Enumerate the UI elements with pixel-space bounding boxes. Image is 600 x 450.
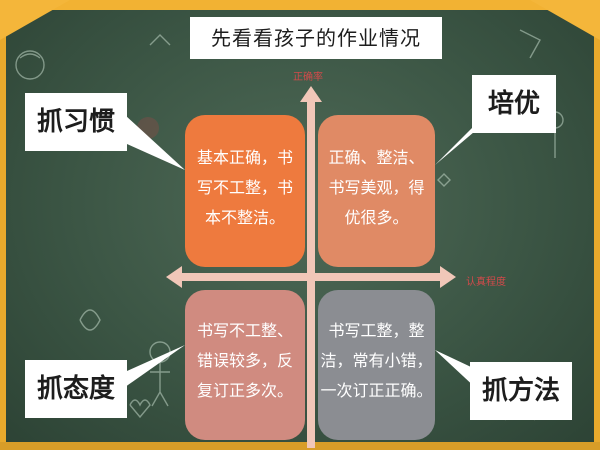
quadrant-bottom-right: 书写工整，整 洁，常有小错， 一次订正正确。 xyxy=(318,290,435,440)
frame-bottom xyxy=(0,442,600,450)
x-axis-left-arrow-icon xyxy=(166,266,182,288)
doodle-roof-icon xyxy=(149,34,171,46)
quadrant-text-line: 写不工整，书 xyxy=(196,178,293,197)
y-axis-arrow-icon xyxy=(300,86,322,102)
frame-right xyxy=(594,0,600,450)
quadrant-bottom-left: 书写不工整、 错误较多，反 复订正多次。 xyxy=(185,290,305,440)
corner-decoration-left xyxy=(0,0,70,40)
label-attitude: 抓态度 xyxy=(25,360,127,418)
frame-top xyxy=(0,0,600,10)
quadrant-text-line: 基本正确，书 xyxy=(196,148,293,167)
doodle-star-icon xyxy=(79,309,101,331)
quadrant-text-line: 书写工整，整 xyxy=(328,321,425,340)
quadrant-top-left: 基本正确，书 写不工整，书 本不整洁。 xyxy=(185,115,305,267)
doodle-diamond-icon xyxy=(437,173,451,187)
quadrant-text-line: 正确、整洁、 xyxy=(328,148,425,167)
label-excellence: 培优 xyxy=(472,75,556,133)
doodle-kite-icon xyxy=(519,29,541,59)
frame-left xyxy=(0,0,6,450)
quadrant-text-line: 书写不工整、 xyxy=(196,321,293,340)
x-axis-right-arrow-icon xyxy=(440,266,456,288)
label-method: 抓方法 xyxy=(470,362,572,420)
doodle-heart-icon xyxy=(129,399,151,419)
doodle-sun-icon xyxy=(15,50,45,80)
y-axis-label: 正确率 xyxy=(293,72,323,83)
label-habits: 抓习惯 xyxy=(25,93,127,151)
quadrant-text-line: 洁，常有小错， xyxy=(320,351,433,370)
quadrant-text-line: 错误较多，反 xyxy=(196,351,293,370)
x-axis-line xyxy=(180,273,442,281)
callout-pointer-bottom-left xyxy=(118,345,185,392)
callout-pointer-top-left xyxy=(118,115,185,170)
corner-decoration-right xyxy=(530,0,600,40)
quadrant-text-line: 复订正多次。 xyxy=(196,381,293,400)
doodle-child-body-icon xyxy=(150,362,170,407)
quadrant-text-line: 一次订正正确。 xyxy=(320,381,433,400)
quadrant-top-right: 正确、整洁、 书写美观，得 优很多。 xyxy=(318,115,435,267)
diagram-title: 先看看孩子的作业情况 xyxy=(190,17,442,59)
doodle-sun-rays-icon xyxy=(19,53,41,59)
quadrant-text-line: 本不整洁。 xyxy=(204,208,285,227)
quadrant-text-line: 书写美观，得 xyxy=(328,178,425,197)
x-axis-label: 认真程度 xyxy=(466,277,506,288)
quadrant-text-line: 优很多。 xyxy=(344,208,409,227)
